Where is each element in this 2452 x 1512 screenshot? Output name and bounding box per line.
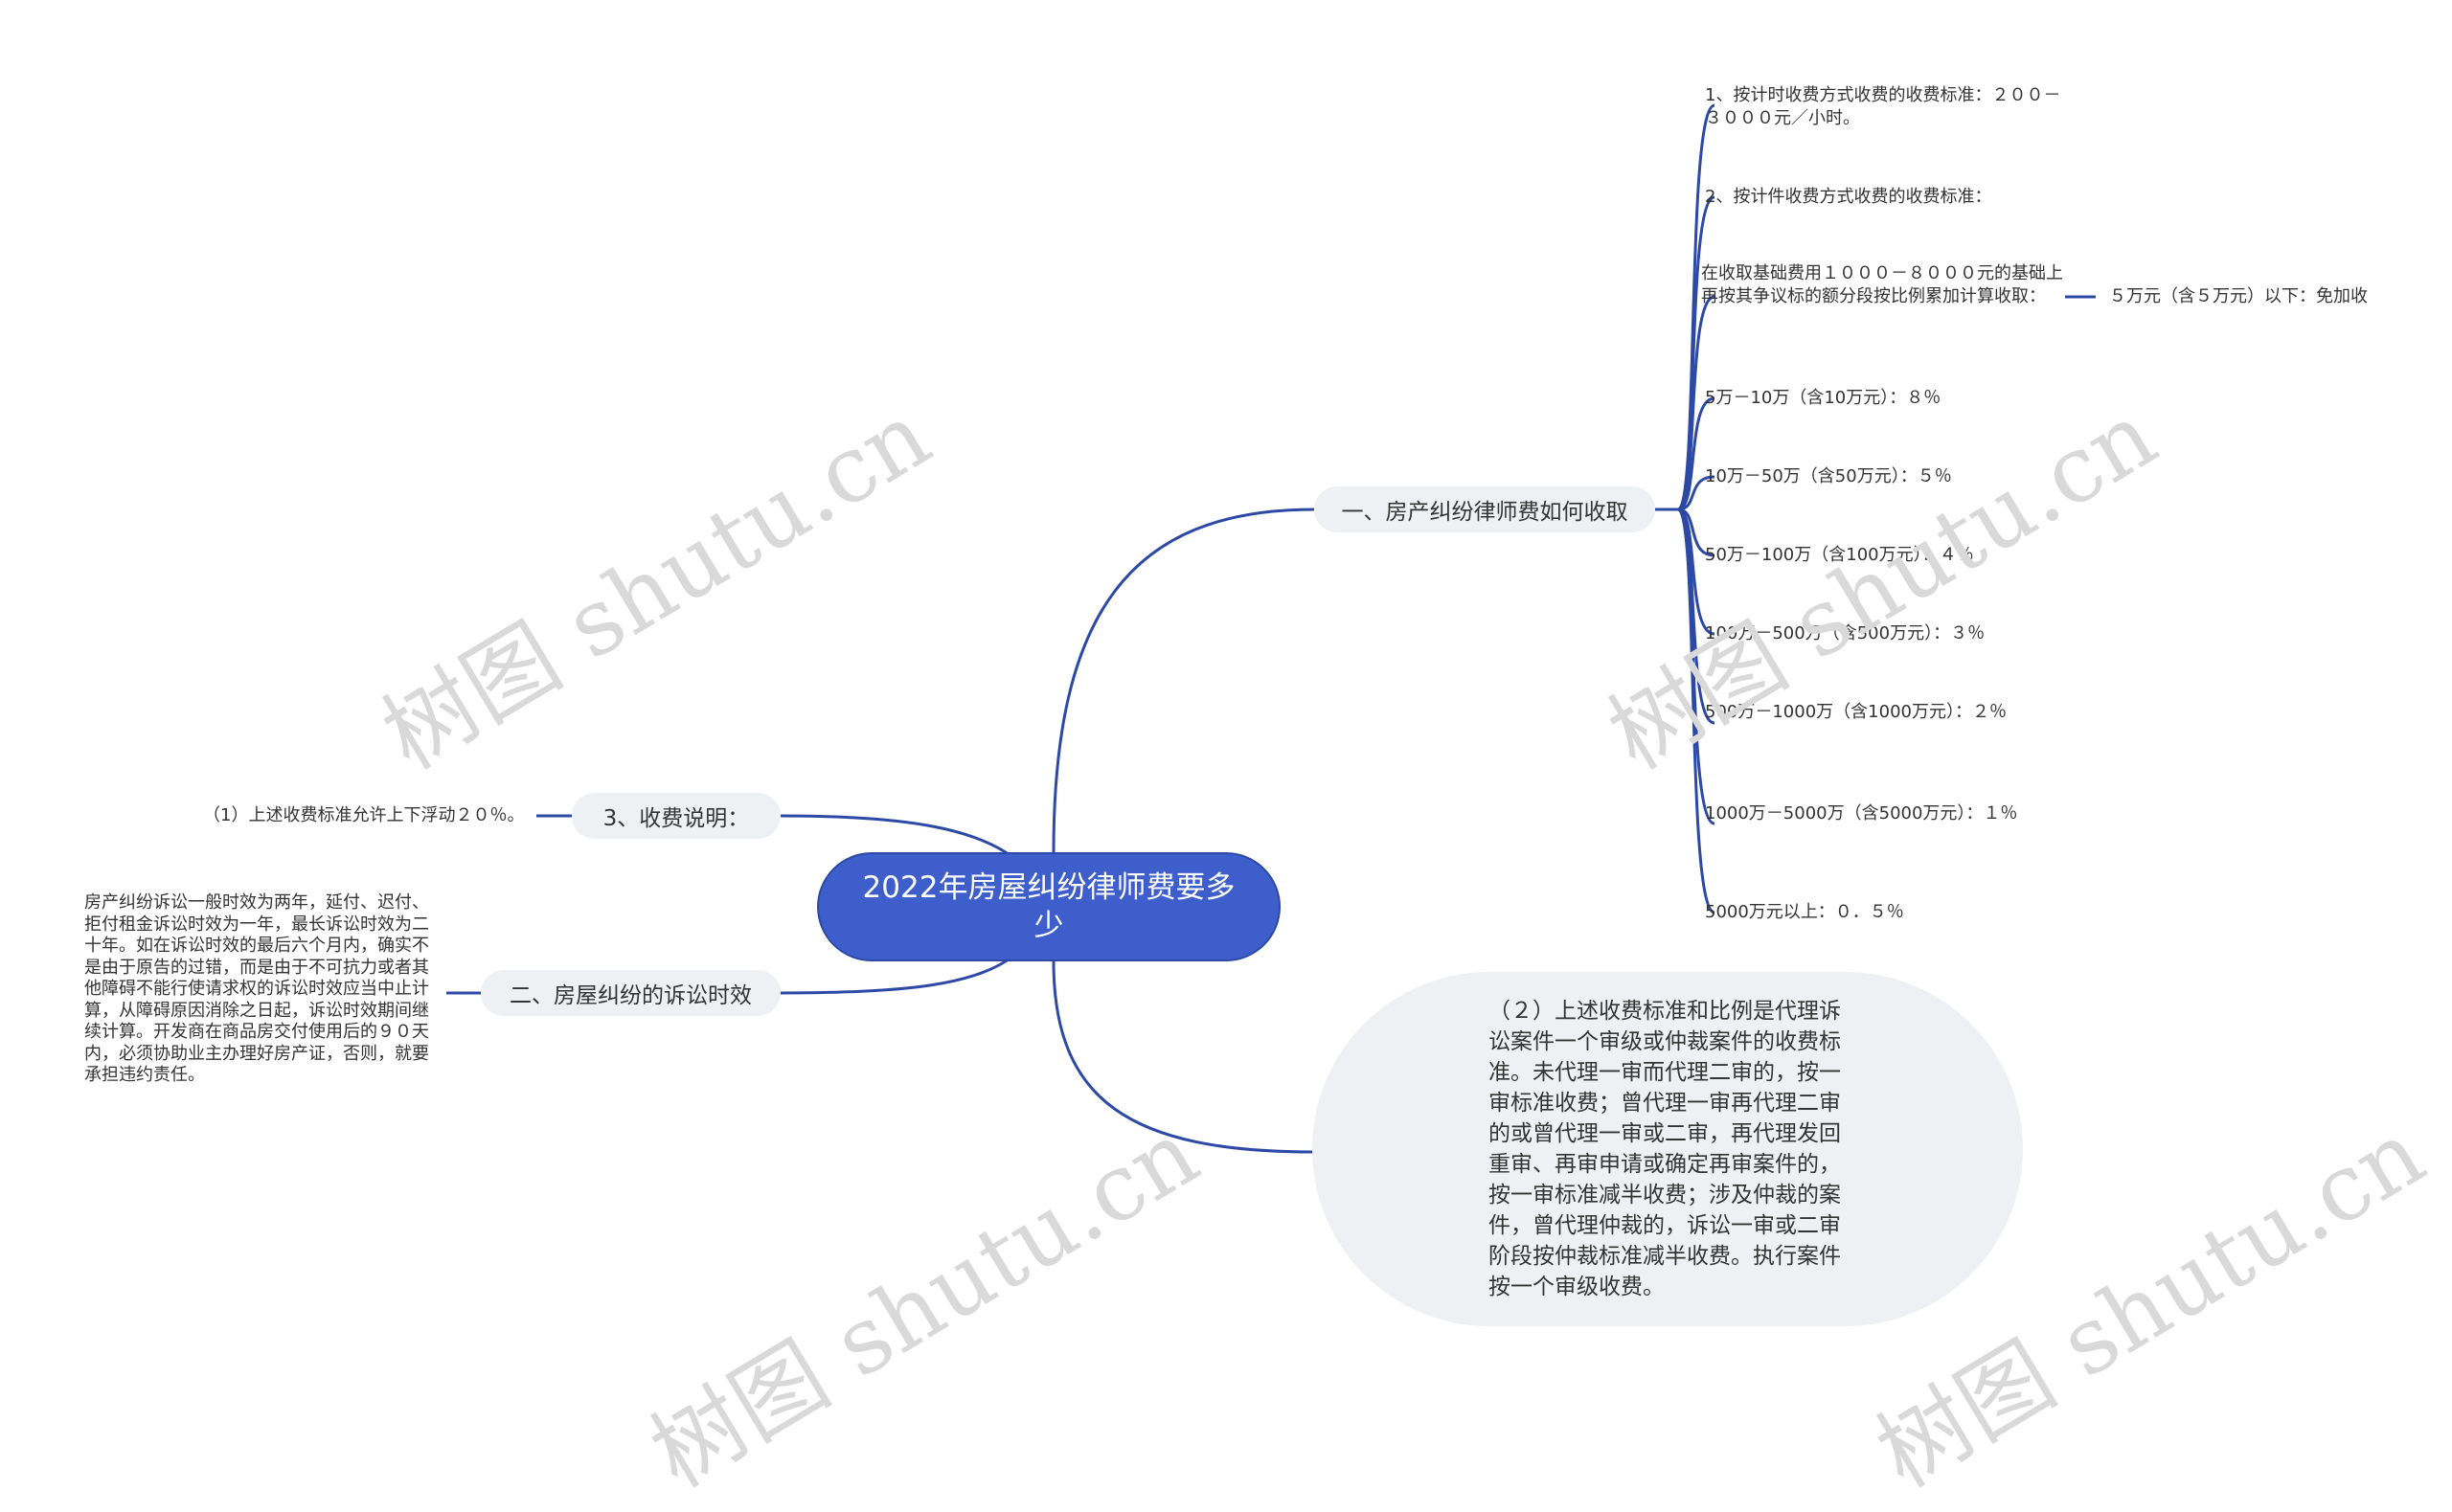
- connector-lines: [446, 103, 2096, 1154]
- branch-fee-note-2-text: （２）上述收费标准和比例是代理诉讼案件一个审级或仲裁案件的收费标准。未代理一审而…: [1488, 999, 1841, 1299]
- leaf-base-fee: 在收取基础费用１０００－８０００元的基础上再按其争议标的额分段按比例累加计算收取…: [1701, 263, 2063, 306]
- leaf-rate-2: 500万－1000万（含1000万元）：２％: [1705, 702, 2007, 722]
- leaf-rate-3: 100万－500万（含500万元）：３％: [1705, 623, 1986, 643]
- leaf-piece-fee: 2、按计件收费方式收费的收费标准：: [1705, 187, 1992, 207]
- root-label: 2022年房屋纠纷律师费要多少: [862, 870, 1236, 943]
- leaf-rate-8: 5万－10万（含10万元）：８％: [1705, 388, 1941, 408]
- leaf-hourly-fee: 1、按计时收费方式收费的收费标准：２００－３０００元／小时。: [1705, 85, 2061, 128]
- branch-fee-charging[interactable]: 一、房产纠纷律师费如何收取: [1314, 486, 1655, 532]
- leaf-exempt: ５万元（含５万元）以下：免加收: [2109, 286, 2368, 306]
- branch-fee-explanation[interactable]: 3、收费说明：: [572, 793, 781, 839]
- leaf-float-20: （1）上述收费标准允许上下浮动２０％。: [203, 805, 525, 825]
- branch-fee-explanation-label: 3、收费说明：: [602, 806, 750, 831]
- branch-fee-charging-label: 一、房产纠纷律师费如何收取: [1341, 500, 1628, 525]
- leaf-rate-1: 1000万－5000万（含5000万元）：１％: [1705, 803, 2018, 824]
- root-node[interactable]: 2022年房屋纠纷律师费要多少: [817, 852, 1281, 961]
- branch-fee-note-2[interactable]: （２）上述收费标准和比例是代理诉讼案件一个审级或仲裁案件的收费标准。未代理一审而…: [1312, 972, 2023, 1326]
- branch-limitation[interactable]: 二、房屋纠纷的诉讼时效: [481, 970, 781, 1016]
- branch-limitation-label: 二、房屋纠纷的诉讼时效: [510, 983, 752, 1008]
- leaf-rate-5: 10万－50万（含50万元）：５％: [1705, 466, 1952, 486]
- leaf-rate-4: 50万－100万（含100万元）：４％: [1705, 545, 1974, 565]
- leaf-limitation-detail: 房产纠纷诉讼一般时效为两年，延付、迟付、拒付租金诉讼时效为一年，最长诉讼时效为二…: [84, 892, 429, 1085]
- leaf-rate-0-5: 5000万元以上：０．５％: [1705, 902, 1904, 922]
